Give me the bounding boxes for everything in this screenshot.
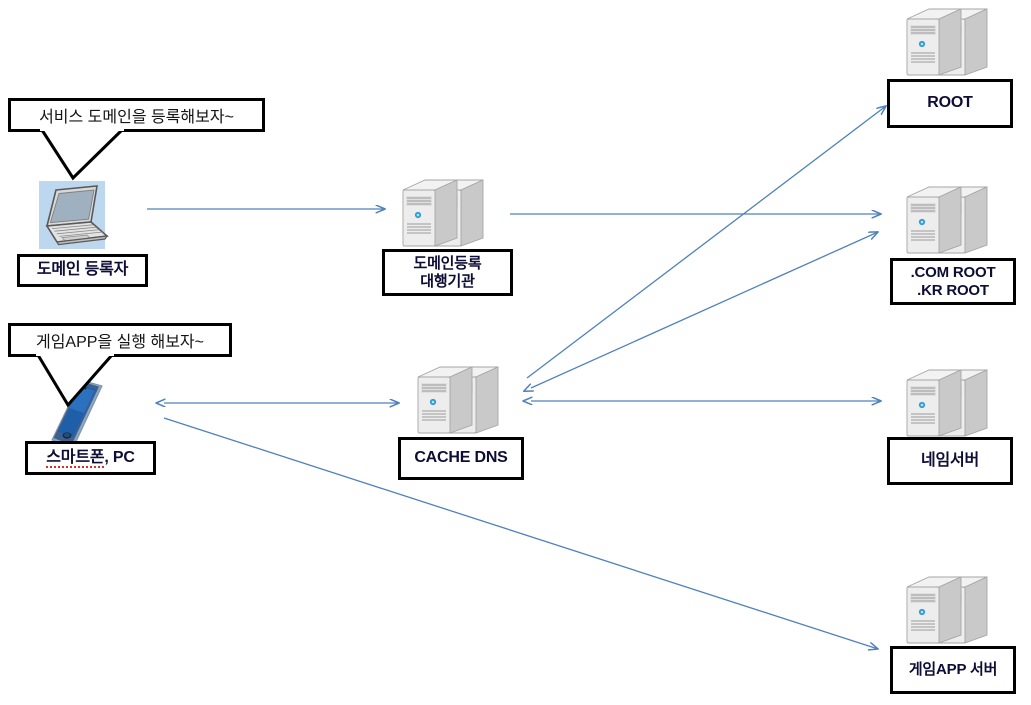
server-icon-com-kr-root xyxy=(903,183,993,261)
edge-comkrroot-to-cachedns xyxy=(531,232,878,388)
node-label-com-kr-root-line-1: .KR ROOT xyxy=(917,281,989,299)
node-label-domain-registrar-line-0: 도메인등록 xyxy=(413,255,482,273)
node-label-root: ROOT xyxy=(887,79,1013,128)
edge-phone-to-gameappserver xyxy=(163,417,878,649)
server-icon-cache-dns xyxy=(414,363,504,441)
node-label-domain-registrant-line-0: 도메인 등록자 xyxy=(36,261,129,279)
callout-game-app-text: 게임APP을 실행 해보자~ xyxy=(35,334,204,351)
callout-domain-registrant-text: 서비스 도메인을 등록해보자~ xyxy=(39,109,234,126)
node-label-name-server-line-0: 네임서버 xyxy=(920,451,980,469)
node-label-domain-registrant: 도메인 등록자 xyxy=(17,254,148,287)
server-icon-domain-registrar xyxy=(399,176,489,254)
node-label-game-app-server-line-0: 게임APP 서버 xyxy=(908,661,998,679)
server-icon-game-app-server xyxy=(903,573,993,651)
node-label-smartphone-pc-line-0: 스마트폰, PC xyxy=(46,448,135,468)
spellcheck-word: 스마트폰 xyxy=(46,448,105,468)
callout-domain-registrant: 서비스 도메인을 등록해보자~ xyxy=(8,98,265,132)
node-label-cache-dns-line-0: CACHE DNS xyxy=(414,449,508,467)
node-label-name-server: 네임서버 xyxy=(887,437,1013,485)
node-label-smartphone-pc-suffix: , PC xyxy=(104,448,135,466)
node-label-com-kr-root-line-0: .COM ROOT xyxy=(910,264,996,282)
node-label-domain-registrar: 도메인등록 대행기관 xyxy=(382,249,513,296)
node-label-cache-dns: CACHE DNS xyxy=(398,437,524,480)
server-icon-name-server xyxy=(903,366,993,444)
callout-game-app: 게임APP을 실행 해보자~ xyxy=(8,323,232,357)
laptop-icon xyxy=(25,180,119,250)
edge-cachedns-to-root xyxy=(526,106,886,379)
node-label-com-kr-root: .COM ROOT .KR ROOT xyxy=(890,258,1016,305)
node-label-game-app-server: 게임APP 서버 xyxy=(890,646,1016,694)
node-label-domain-registrar-line-1: 대행기관 xyxy=(420,272,475,290)
node-label-smartphone-pc: 스마트폰, PC xyxy=(25,441,156,475)
server-icon-root xyxy=(903,5,993,83)
node-label-root-line-0: ROOT xyxy=(927,94,973,112)
